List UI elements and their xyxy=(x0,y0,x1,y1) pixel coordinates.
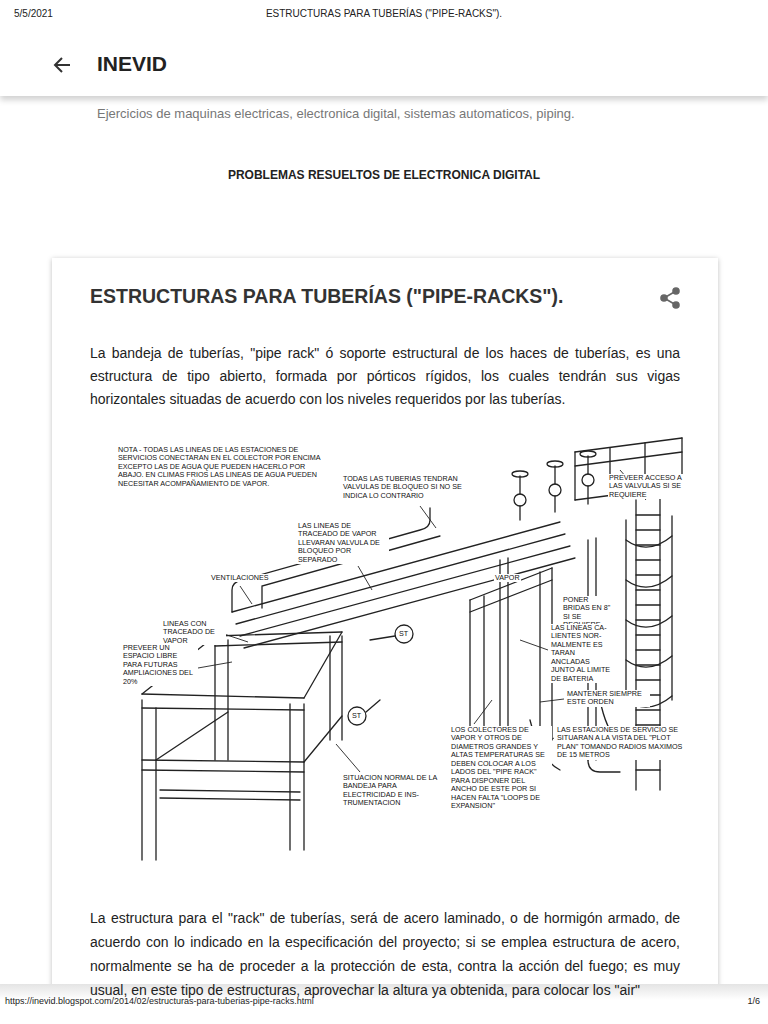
annotation: LOS COLECTORES DE VAPOR Y OTROS DE DIAME… xyxy=(450,726,552,811)
page-link: PROBLEMAS RESUELTOS DE ELECTRONICA DIGIT… xyxy=(84,168,684,182)
annotation: LAS LINEAS CA- LIENTES NOR- MALMENTE ES … xyxy=(550,624,616,683)
blog-name: INEVID xyxy=(97,52,297,76)
note-callout: NOTA - TODAS LAS LINEAS DE LAS ESTACIONE… xyxy=(117,446,322,488)
annotation: LAS ESTACIONES DE SERVICIO SE SITUARAN A… xyxy=(556,726,684,760)
annotation: SITUACION NORMAL DE LA BANDEJA PARA ELEC… xyxy=(342,774,442,808)
annotation: PREVEER ACCESO A LAS VALVULAS SI SE REQU… xyxy=(608,474,684,499)
annotation: PREVEER UN ESPACIO LIBRE PARA FUTURAS AM… xyxy=(122,644,198,686)
annotation: LINEAS CON TRACEADO DE VAPOR xyxy=(162,620,226,645)
annotation: LAS LINEAS DE TRACEADO DE VAPOR LLEVARAN… xyxy=(297,522,389,564)
print-date: 5/5/2021 xyxy=(14,8,134,19)
share-icon xyxy=(661,288,679,308)
post-title: ESTRUCTURAS PARA TUBERÍAS ("PIPE-RACKS")… xyxy=(90,285,630,308)
annotation: TODAS LAS TUBERIAS TENDRAN VALVULAS DE B… xyxy=(342,475,470,500)
blog-description: Ejercicios de maquinas electricas, elect… xyxy=(97,106,717,121)
print-url: https://inevid.blogspot.com/2014/02/estr… xyxy=(5,996,505,1006)
print-header: ESTRUCTURAS PARA TUBERÍAS ("PIPE-RACKS")… xyxy=(184,8,584,19)
annotation: MANTENER SIEMPRE ESTE ORDEN xyxy=(566,690,650,707)
pipe-label: VAPOR xyxy=(494,574,521,582)
callout-symbol: ST xyxy=(351,712,362,720)
print-page-number: 1/6 xyxy=(720,996,760,1006)
post-paragraph: La bandeja de tuberías, "pipe rack" ó so… xyxy=(90,342,680,411)
pipe-rack-drawing xyxy=(142,438,682,860)
back-arrow-icon xyxy=(55,58,70,72)
callout-symbol: ST xyxy=(398,630,409,638)
post-paragraph: La estructura para el "rack" de tuberías… xyxy=(90,906,680,1002)
annotation: VENTILACIONES xyxy=(210,574,270,582)
